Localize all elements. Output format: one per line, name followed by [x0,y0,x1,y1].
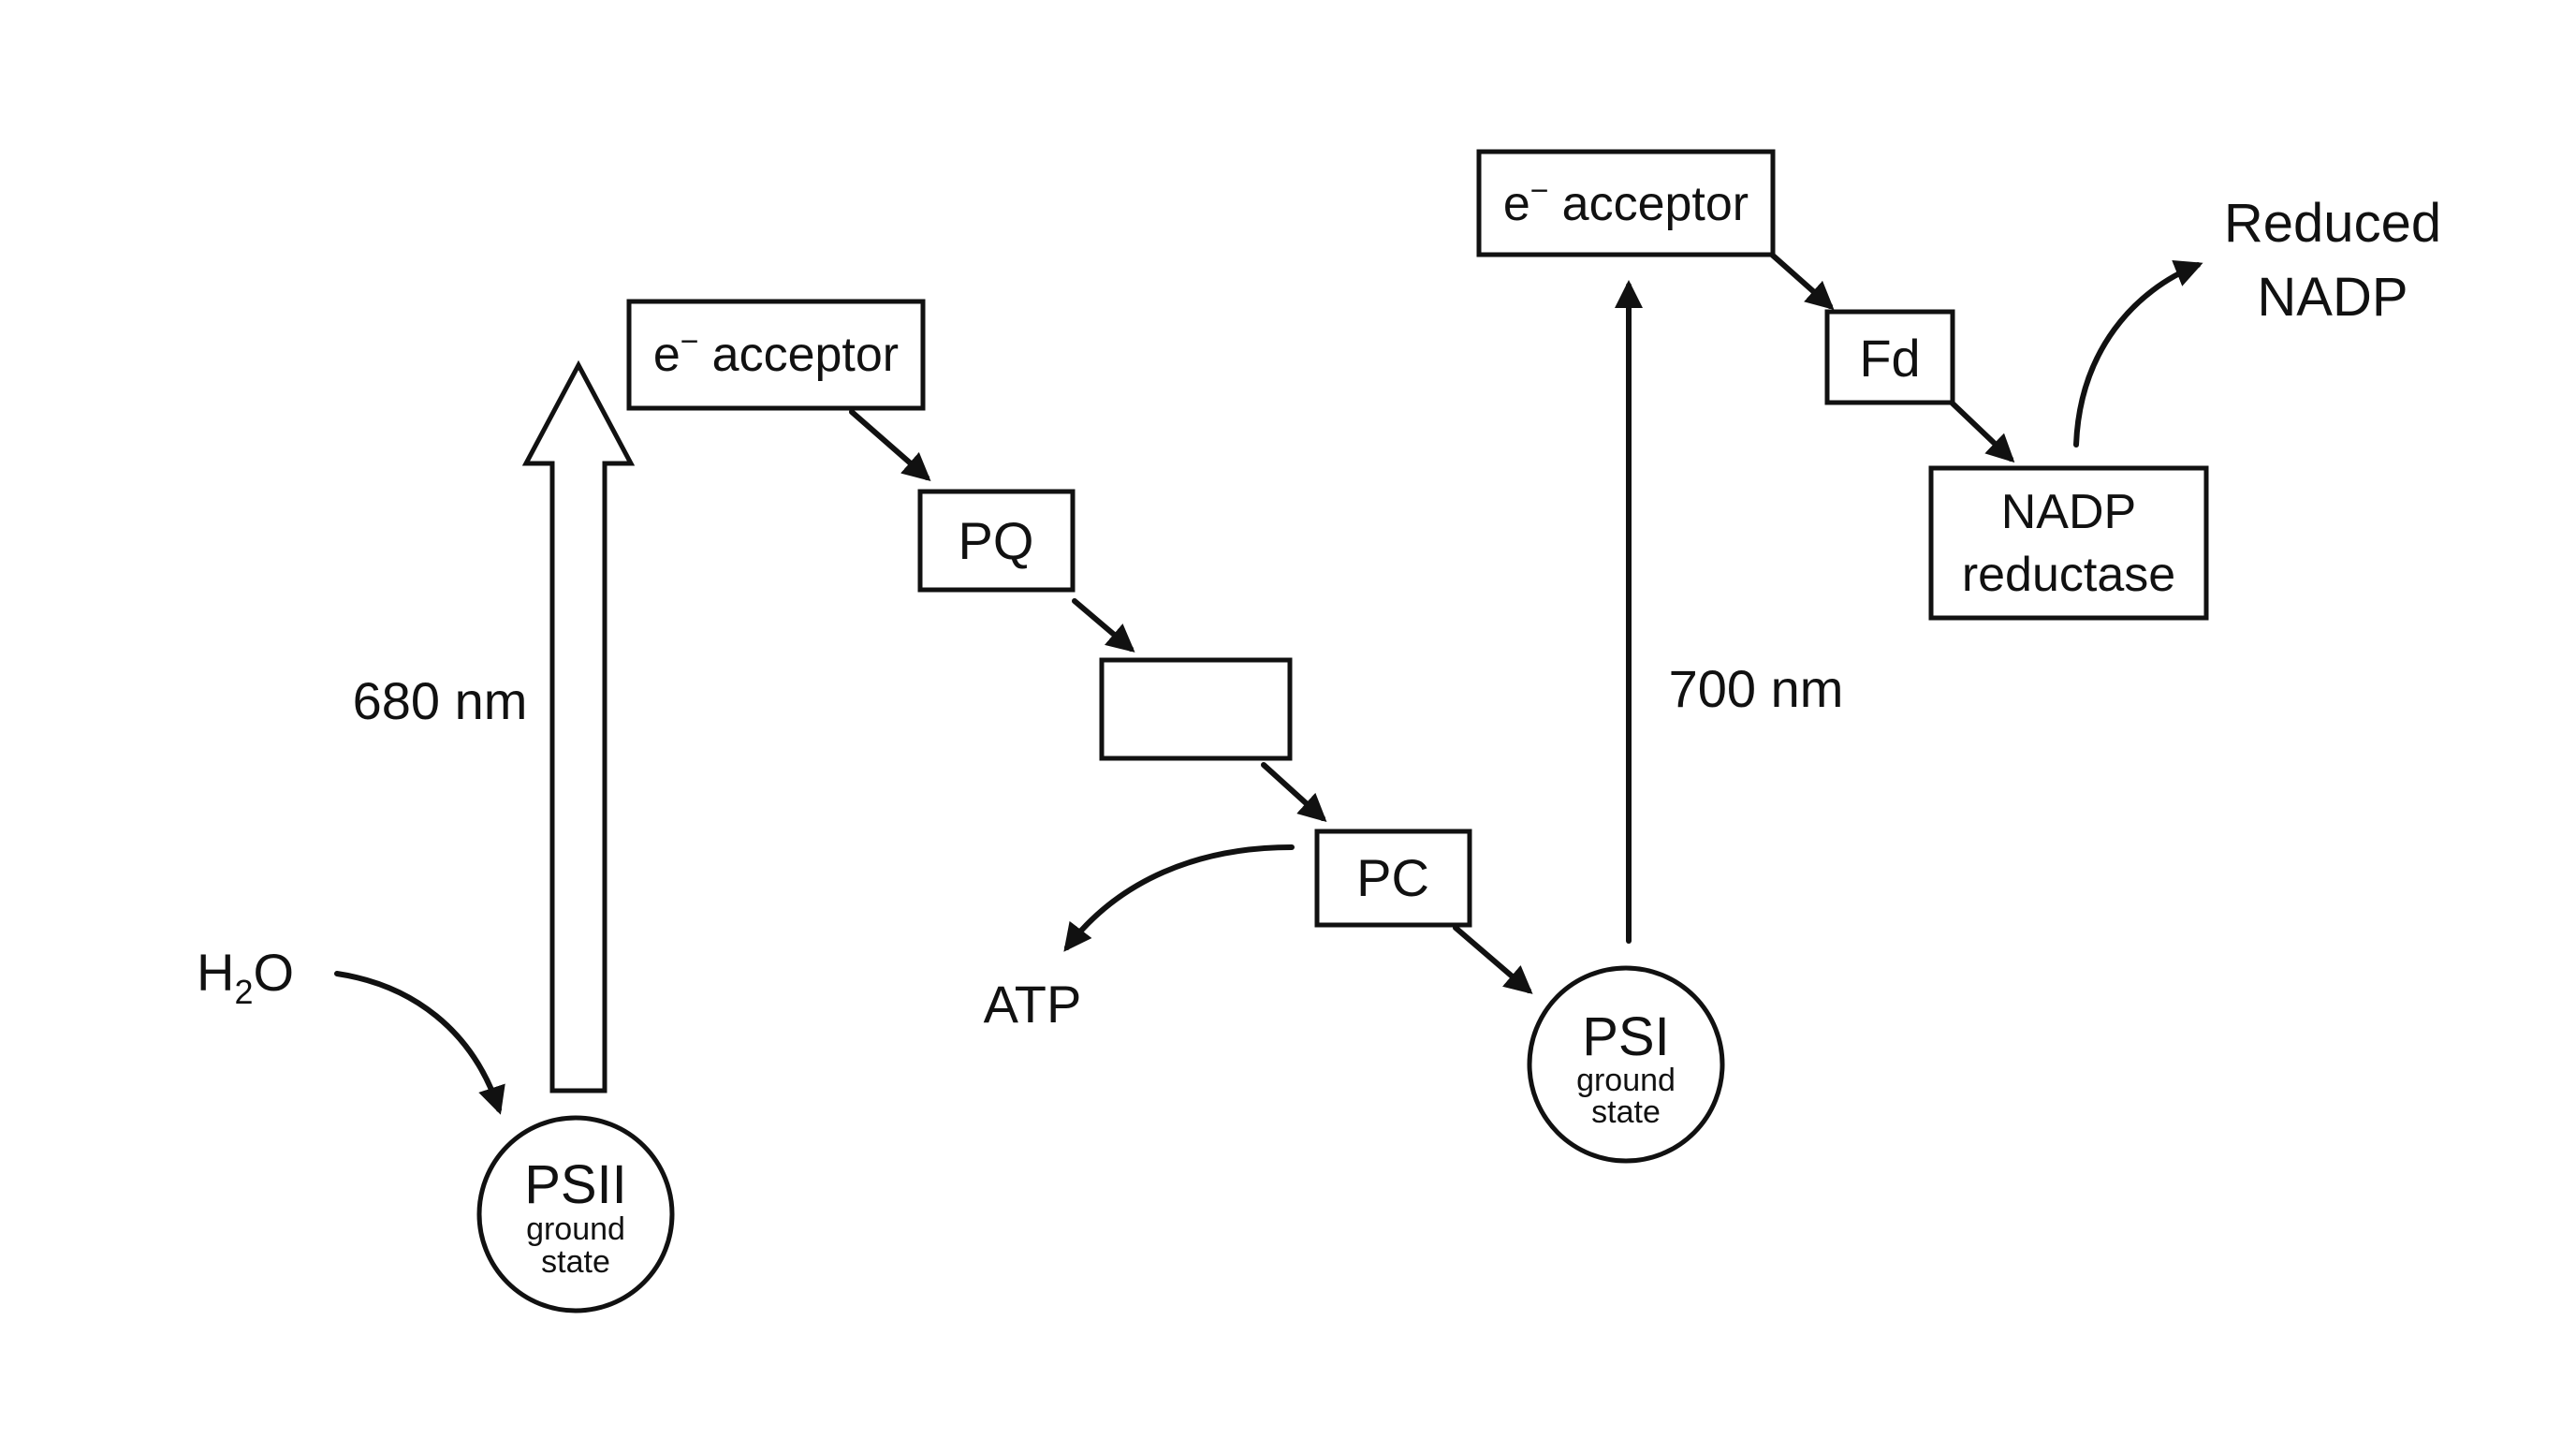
pq-to-cytochrome-arrow [1072,598,1135,653]
pc-box: PC [1314,829,1472,928]
fd-box: Fd [1824,309,1955,405]
reduced-nadp-line1: Reduced [2224,193,2441,254]
water-to-ps2-arrow [334,971,505,1115]
svg-text:e−acceptor: e−acceptor [1503,173,1749,231]
svg-text:e−acceptor: e−acceptor [653,324,899,382]
acceptor-to-fd-arrow [1769,252,1835,310]
pc-to-ps1-arrow [1453,925,1533,994]
ps2-state-line2: state [541,1244,610,1280]
nadp-reductase-line2: reductase [1962,548,2175,602]
nadp-reductase-box: NADP reductase [1928,465,2209,621]
ps2-name: PSII [524,1154,627,1215]
reduced-nadp-line2: NADP [2257,267,2408,328]
pc-to-atp-arrow [1063,844,1295,952]
ps1-wavelength-label: 700 nm [1669,659,1844,718]
water-label: H2O [197,943,294,1011]
svg-text:H2O: H2O [197,943,294,1011]
pc-label: PC [1356,848,1429,907]
nadp-reductase-line1: NADP [2001,485,2136,539]
ps2-electron-acceptor-box: e−acceptor [626,299,926,411]
cytochrome-to-pc-arrow [1261,762,1327,823]
atp-label: ATP [984,975,1082,1034]
fd-label: Fd [1859,329,1920,388]
pq-box: PQ [917,489,1076,593]
ps1-ground-state: PSI ground state [1527,965,1725,1164]
nadp-reductase-to-reduced-nadp-arrow [2073,259,2203,448]
ps2-wavelength-label: 680 nm [353,671,528,730]
pq-label: PQ [959,511,1034,570]
cytochrome-complex-box [1099,657,1293,761]
acceptor-to-pq-arrow [849,409,931,481]
fd-to-nadp-reductase-arrow [1949,400,2015,463]
ps2-state-line1: ground [526,1211,625,1247]
ps2-ground-state: PSII ground state [476,1115,675,1313]
ps1-state-line2: state [1591,1094,1661,1130]
ps1-electron-acceptor-box: e−acceptor [1476,149,1776,257]
ps1-name: PSI [1582,1006,1670,1067]
ps2-excitation-arrow [521,360,636,1093]
ps1-state-line1: ground [1576,1063,1676,1098]
